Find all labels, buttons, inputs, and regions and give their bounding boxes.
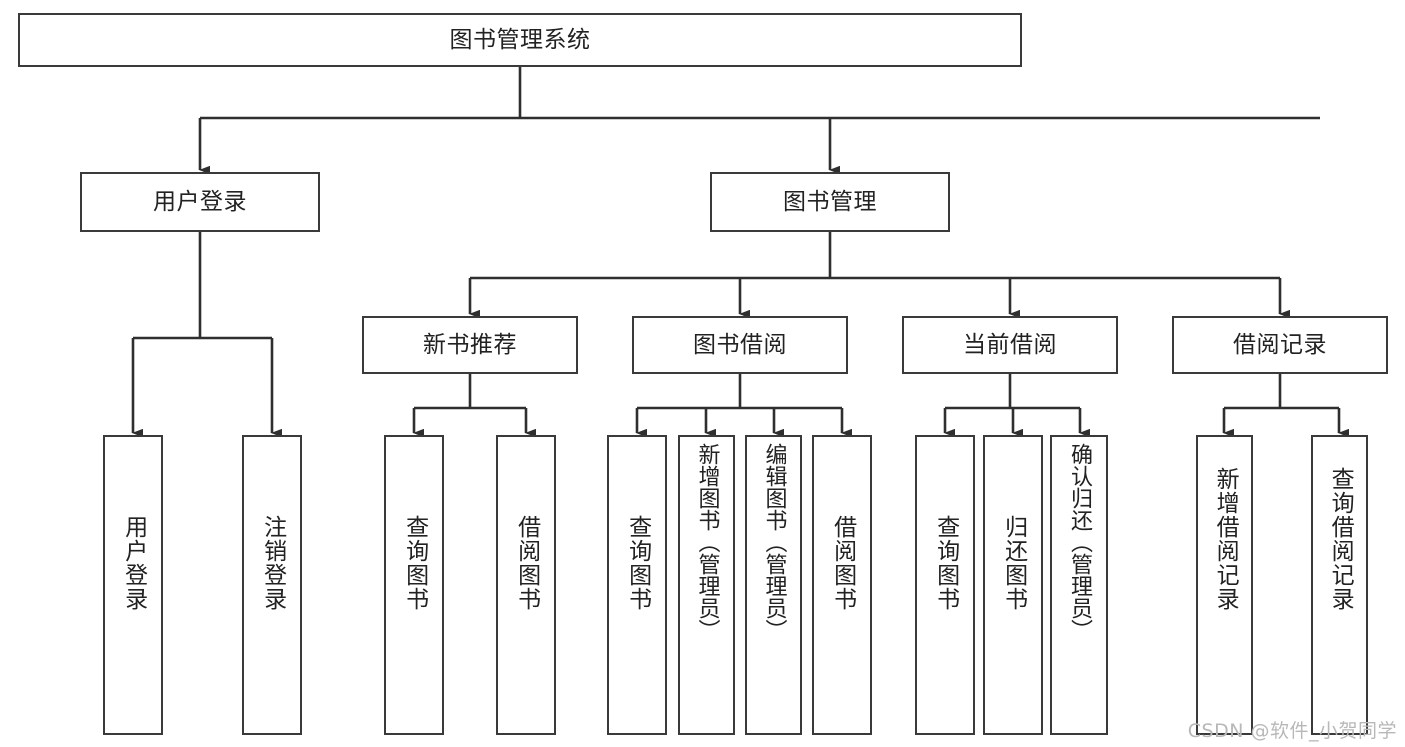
- node-leaf-logout[interactable]: 注销登录: [242, 435, 302, 735]
- node-leaf-borrow-book[interactable]: 借阅图书: [812, 435, 872, 735]
- node-user-login-label: 用户登录: [153, 188, 247, 215]
- node-user-login[interactable]: 用户登录: [80, 172, 320, 232]
- node-leaf-newbook-borrow-label: 借阅图书: [513, 515, 540, 611]
- node-book-borrow-label: 图书借阅: [693, 331, 787, 358]
- node-book-manage-label: 图书管理: [783, 188, 877, 215]
- node-leaf-logout-label: 注销登录: [259, 515, 286, 611]
- node-leaf-record-query-label: 查询借阅记录: [1327, 467, 1354, 611]
- node-leaf-user-login-label: 用户登录: [120, 515, 147, 611]
- node-leaf-borrow-book-label: 借阅图书: [829, 515, 856, 611]
- node-leaf-borrow-query[interactable]: 查询图书: [607, 435, 667, 735]
- node-leaf-current-return-label: 归还图书: [1000, 515, 1027, 611]
- node-leaf-current-confirm-label: 确认归还（管理员）: [1066, 443, 1092, 641]
- node-current-borrow-label: 当前借阅: [963, 331, 1057, 358]
- node-leaf-current-return[interactable]: 归还图书: [983, 435, 1043, 735]
- node-leaf-current-query-label: 查询图书: [932, 515, 959, 611]
- node-current-borrow[interactable]: 当前借阅: [902, 316, 1118, 374]
- node-leaf-borrow-add-label: 新增图书（管理员）: [694, 443, 720, 641]
- node-book-manage[interactable]: 图书管理: [710, 172, 950, 232]
- node-new-book[interactable]: 新书推荐: [362, 316, 578, 374]
- node-leaf-user-login[interactable]: 用户登录: [103, 435, 163, 735]
- node-leaf-borrow-edit-label: 编辑图书（管理员）: [761, 443, 787, 641]
- node-leaf-record-add[interactable]: 新增借阅记录: [1196, 435, 1253, 735]
- node-leaf-borrow-add[interactable]: 新增图书（管理员）: [678, 435, 735, 735]
- node-leaf-newbook-query[interactable]: 查询图书: [384, 435, 444, 735]
- node-leaf-borrow-query-label: 查询图书: [624, 515, 651, 611]
- node-leaf-borrow-edit[interactable]: 编辑图书（管理员）: [745, 435, 802, 735]
- node-leaf-current-query[interactable]: 查询图书: [915, 435, 975, 735]
- node-borrow-record[interactable]: 借阅记录: [1172, 316, 1388, 374]
- node-new-book-label: 新书推荐: [423, 331, 517, 358]
- node-leaf-record-query[interactable]: 查询借阅记录: [1311, 435, 1368, 735]
- node-leaf-newbook-borrow[interactable]: 借阅图书: [496, 435, 556, 735]
- node-leaf-current-confirm[interactable]: 确认归还（管理员）: [1050, 435, 1108, 735]
- node-leaf-newbook-query-label: 查询图书: [401, 515, 428, 611]
- node-root[interactable]: 图书管理系统: [18, 13, 1022, 67]
- node-leaf-record-add-label: 新增借阅记录: [1212, 467, 1239, 611]
- node-borrow-record-label: 借阅记录: [1233, 331, 1327, 358]
- watermark: CSDN @软件_小贺同学: [1187, 720, 1397, 742]
- node-book-borrow[interactable]: 图书借阅: [632, 316, 848, 374]
- node-root-label: 图书管理系统: [449, 26, 591, 53]
